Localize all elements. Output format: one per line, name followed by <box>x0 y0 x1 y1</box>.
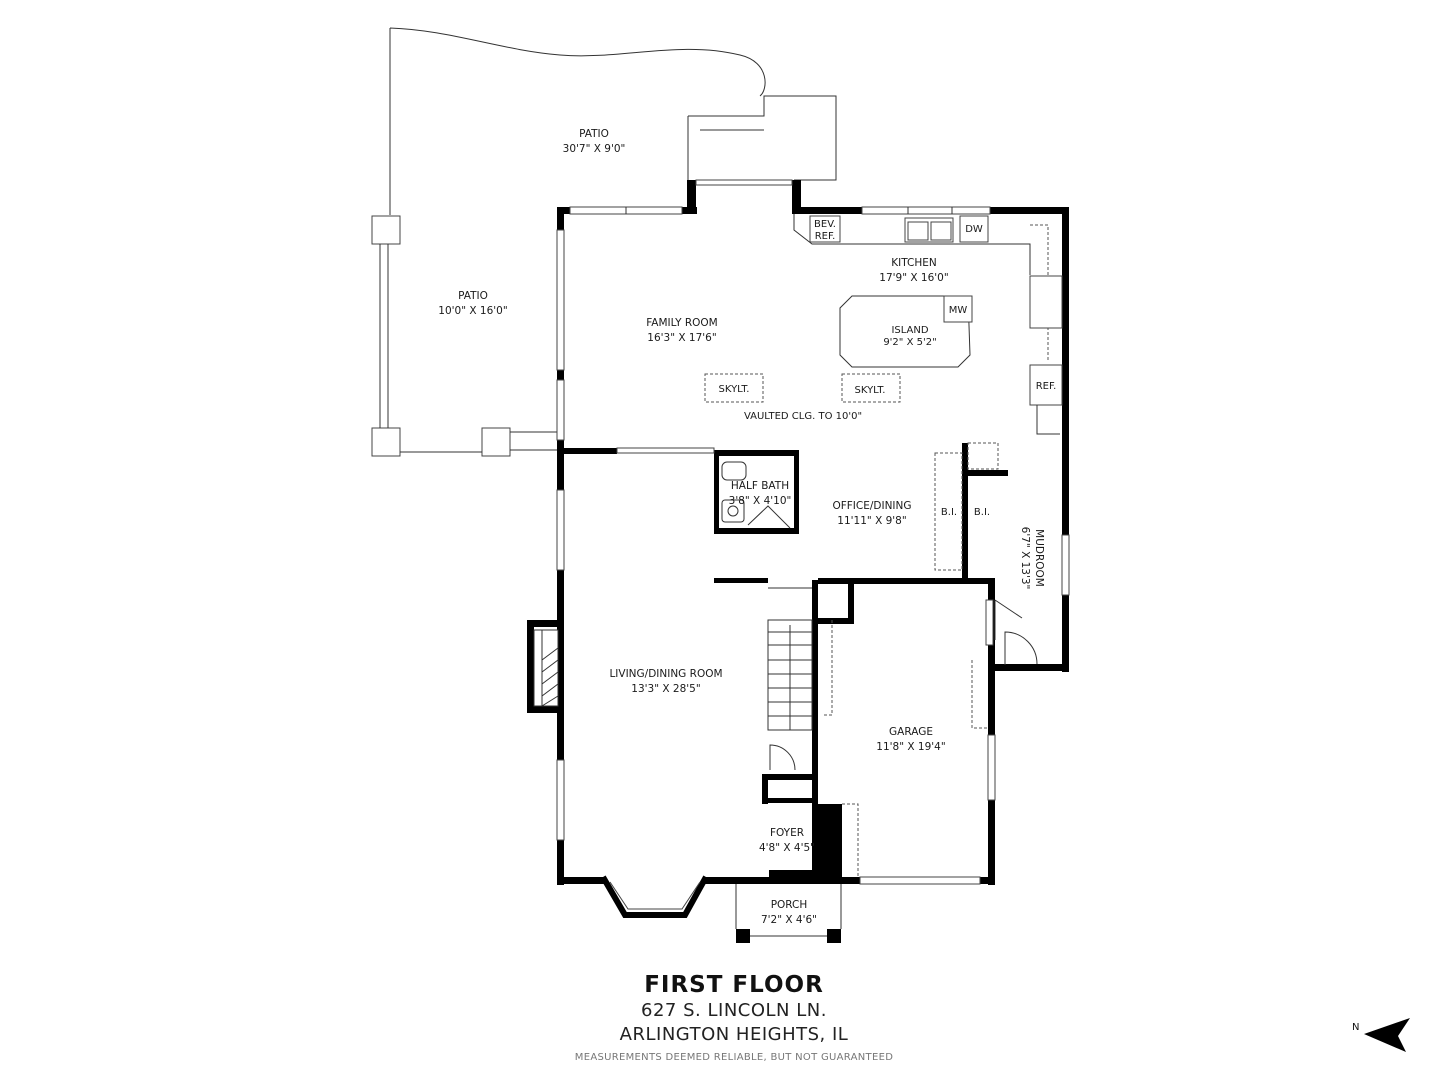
room-name: PATIO <box>458 290 488 302</box>
fireplace-icon <box>533 629 559 707</box>
room-label-foyer: FOYER 4'8" X 4'5" <box>759 827 815 854</box>
room-label-island: ISLAND 9'2" X 5'2" <box>883 325 936 348</box>
room-label-living-dining: LIVING/DINING ROOM 13'3" X 28'5" <box>609 668 722 695</box>
disclaimer: MEASUREMENTS DEEMED RELIABLE, BUT NOT GU… <box>574 1052 894 1063</box>
dishwasher-label: DW <box>965 224 983 235</box>
room-name: FAMILY ROOM <box>646 317 718 329</box>
patio-side-outline <box>371 215 560 457</box>
built-in-label-2: B.I. <box>974 507 990 518</box>
room-name: MUDROOM <box>1033 529 1045 587</box>
room-dims: 11'11" X 9'8" <box>837 515 906 527</box>
room-label-half-bath: HALF BATH 3'8" X 4'10" <box>729 480 792 507</box>
north-label: N <box>1352 1022 1359 1033</box>
microwave-label: MW <box>949 305 968 316</box>
room-name: LIVING/DINING ROOM <box>609 668 722 680</box>
room-dims: 16'3" X 17'6" <box>647 332 716 344</box>
room-dims: 17'9" X 16'0" <box>879 272 948 284</box>
built-in-label-1: B.I. <box>941 507 957 518</box>
bev-ref-label: BEV. <box>814 219 836 230</box>
skylight-label-2: SKYLT. <box>855 385 886 396</box>
fixture-labels: BEV. REF. DW MW REF. SKYLT. SKYLT. VAULT… <box>719 219 1057 518</box>
room-label-family-room: FAMILY ROOM 16'3" X 17'6" <box>646 317 718 344</box>
room-dims: 10'0" X 16'0" <box>438 305 507 317</box>
windows <box>556 179 1070 885</box>
room-label-porch: PORCH 7'2" X 4'6" <box>761 899 817 926</box>
room-label-mudroom: MUDROOM 6'7" X 13'3" <box>1019 527 1045 590</box>
room-name: FOYER <box>770 827 804 839</box>
patio-outline <box>389 27 837 215</box>
room-dims: 13'3" X 28'5" <box>631 683 700 695</box>
skylight-label-1: SKYLT. <box>719 384 750 395</box>
room-dims: 6'7" X 13'3" <box>1019 527 1031 590</box>
porch-outline <box>735 884 842 937</box>
room-dims: 30'7" X 9'0" <box>563 143 626 155</box>
room-label-garage: GARAGE 11'8" X 19'4" <box>876 726 945 753</box>
room-name: PORCH <box>771 899 808 911</box>
room-name: KITCHEN <box>891 257 937 269</box>
room-label-patio-top: PATIO 30'7" X 9'0" <box>563 128 626 155</box>
room-dims: 3'8" X 4'10" <box>729 495 792 507</box>
built-ins <box>934 442 999 571</box>
vaulted-ceiling-note: VAULTED CLG. TO 10'0" <box>744 411 862 422</box>
half-bath-fixtures <box>721 461 791 529</box>
bev-ref-label-2: REF. <box>815 231 836 242</box>
room-name: OFFICE/DINING <box>832 500 911 512</box>
room-dims: 9'2" X 5'2" <box>883 337 936 348</box>
kitchen-counters <box>704 214 1063 435</box>
room-name: ISLAND <box>891 325 928 336</box>
room-label-kitchen: KITCHEN 17'9" X 16'0" <box>879 257 948 284</box>
floor-title: FIRST FLOOR <box>644 972 824 998</box>
room-label-office-dining: OFFICE/DINING 11'11" X 9'8" <box>832 500 911 527</box>
north-arrow-icon: N <box>1352 1018 1410 1052</box>
room-dims: 11'8" X 19'4" <box>876 741 945 753</box>
room-label-patio-side: PATIO 10'0" X 16'0" <box>438 290 507 317</box>
room-name: GARAGE <box>889 726 933 738</box>
address-line-2: ARLINGTON HEIGHTS, IL <box>619 1024 849 1045</box>
room-name: HALF BATH <box>731 480 789 492</box>
room-dims: 4'8" X 4'5" <box>759 842 815 854</box>
stairs <box>767 587 813 731</box>
address-line-1: 627 S. LINCOLN LN. <box>641 1000 827 1021</box>
room-dims: 7'2" X 4'6" <box>761 914 817 926</box>
room-name: PATIO <box>579 128 609 140</box>
refrigerator-label: REF. <box>1036 381 1057 392</box>
doors <box>769 599 1038 877</box>
